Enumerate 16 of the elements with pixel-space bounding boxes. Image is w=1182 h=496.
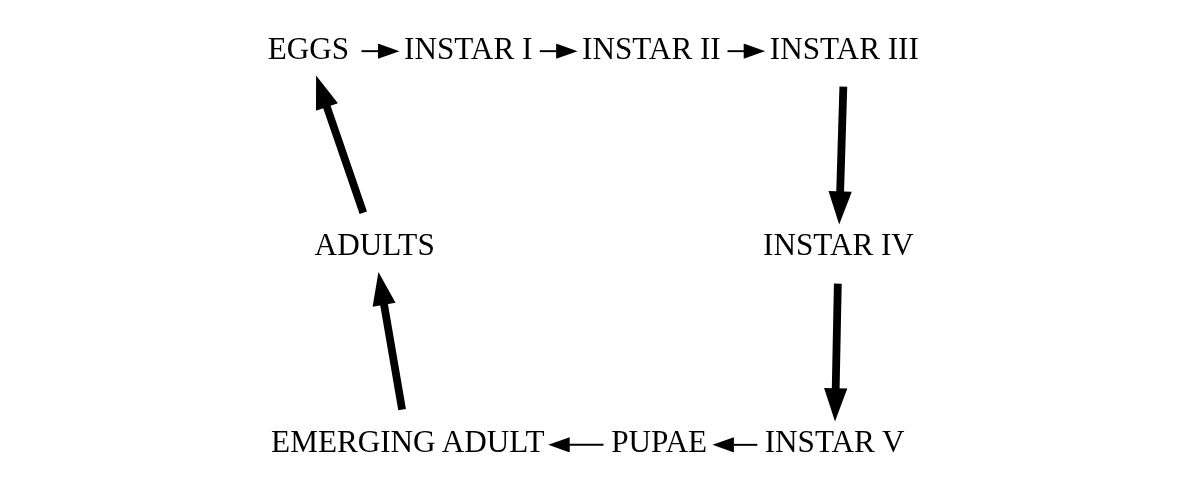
node-text: INSTAR V — [764, 424, 905, 460]
node-text: EGGS — [267, 30, 350, 66]
node-text: INSTAR I — [404, 30, 533, 66]
node-text: PUPAE — [611, 424, 708, 460]
node-text: EMERGING ADULT — [271, 424, 545, 460]
arrow — [548, 437, 605, 453]
arrow — [360, 43, 400, 59]
arrow — [538, 43, 578, 59]
arrow — [372, 271, 406, 411]
node-text: INSTAR IV — [763, 227, 914, 263]
node-text: INSTAR II — [582, 30, 721, 66]
arrow — [315, 75, 367, 215]
node-text: ADULTS — [314, 227, 435, 263]
arrow — [726, 43, 766, 59]
arrow — [712, 437, 759, 453]
node-text: INSTAR III — [769, 30, 919, 66]
